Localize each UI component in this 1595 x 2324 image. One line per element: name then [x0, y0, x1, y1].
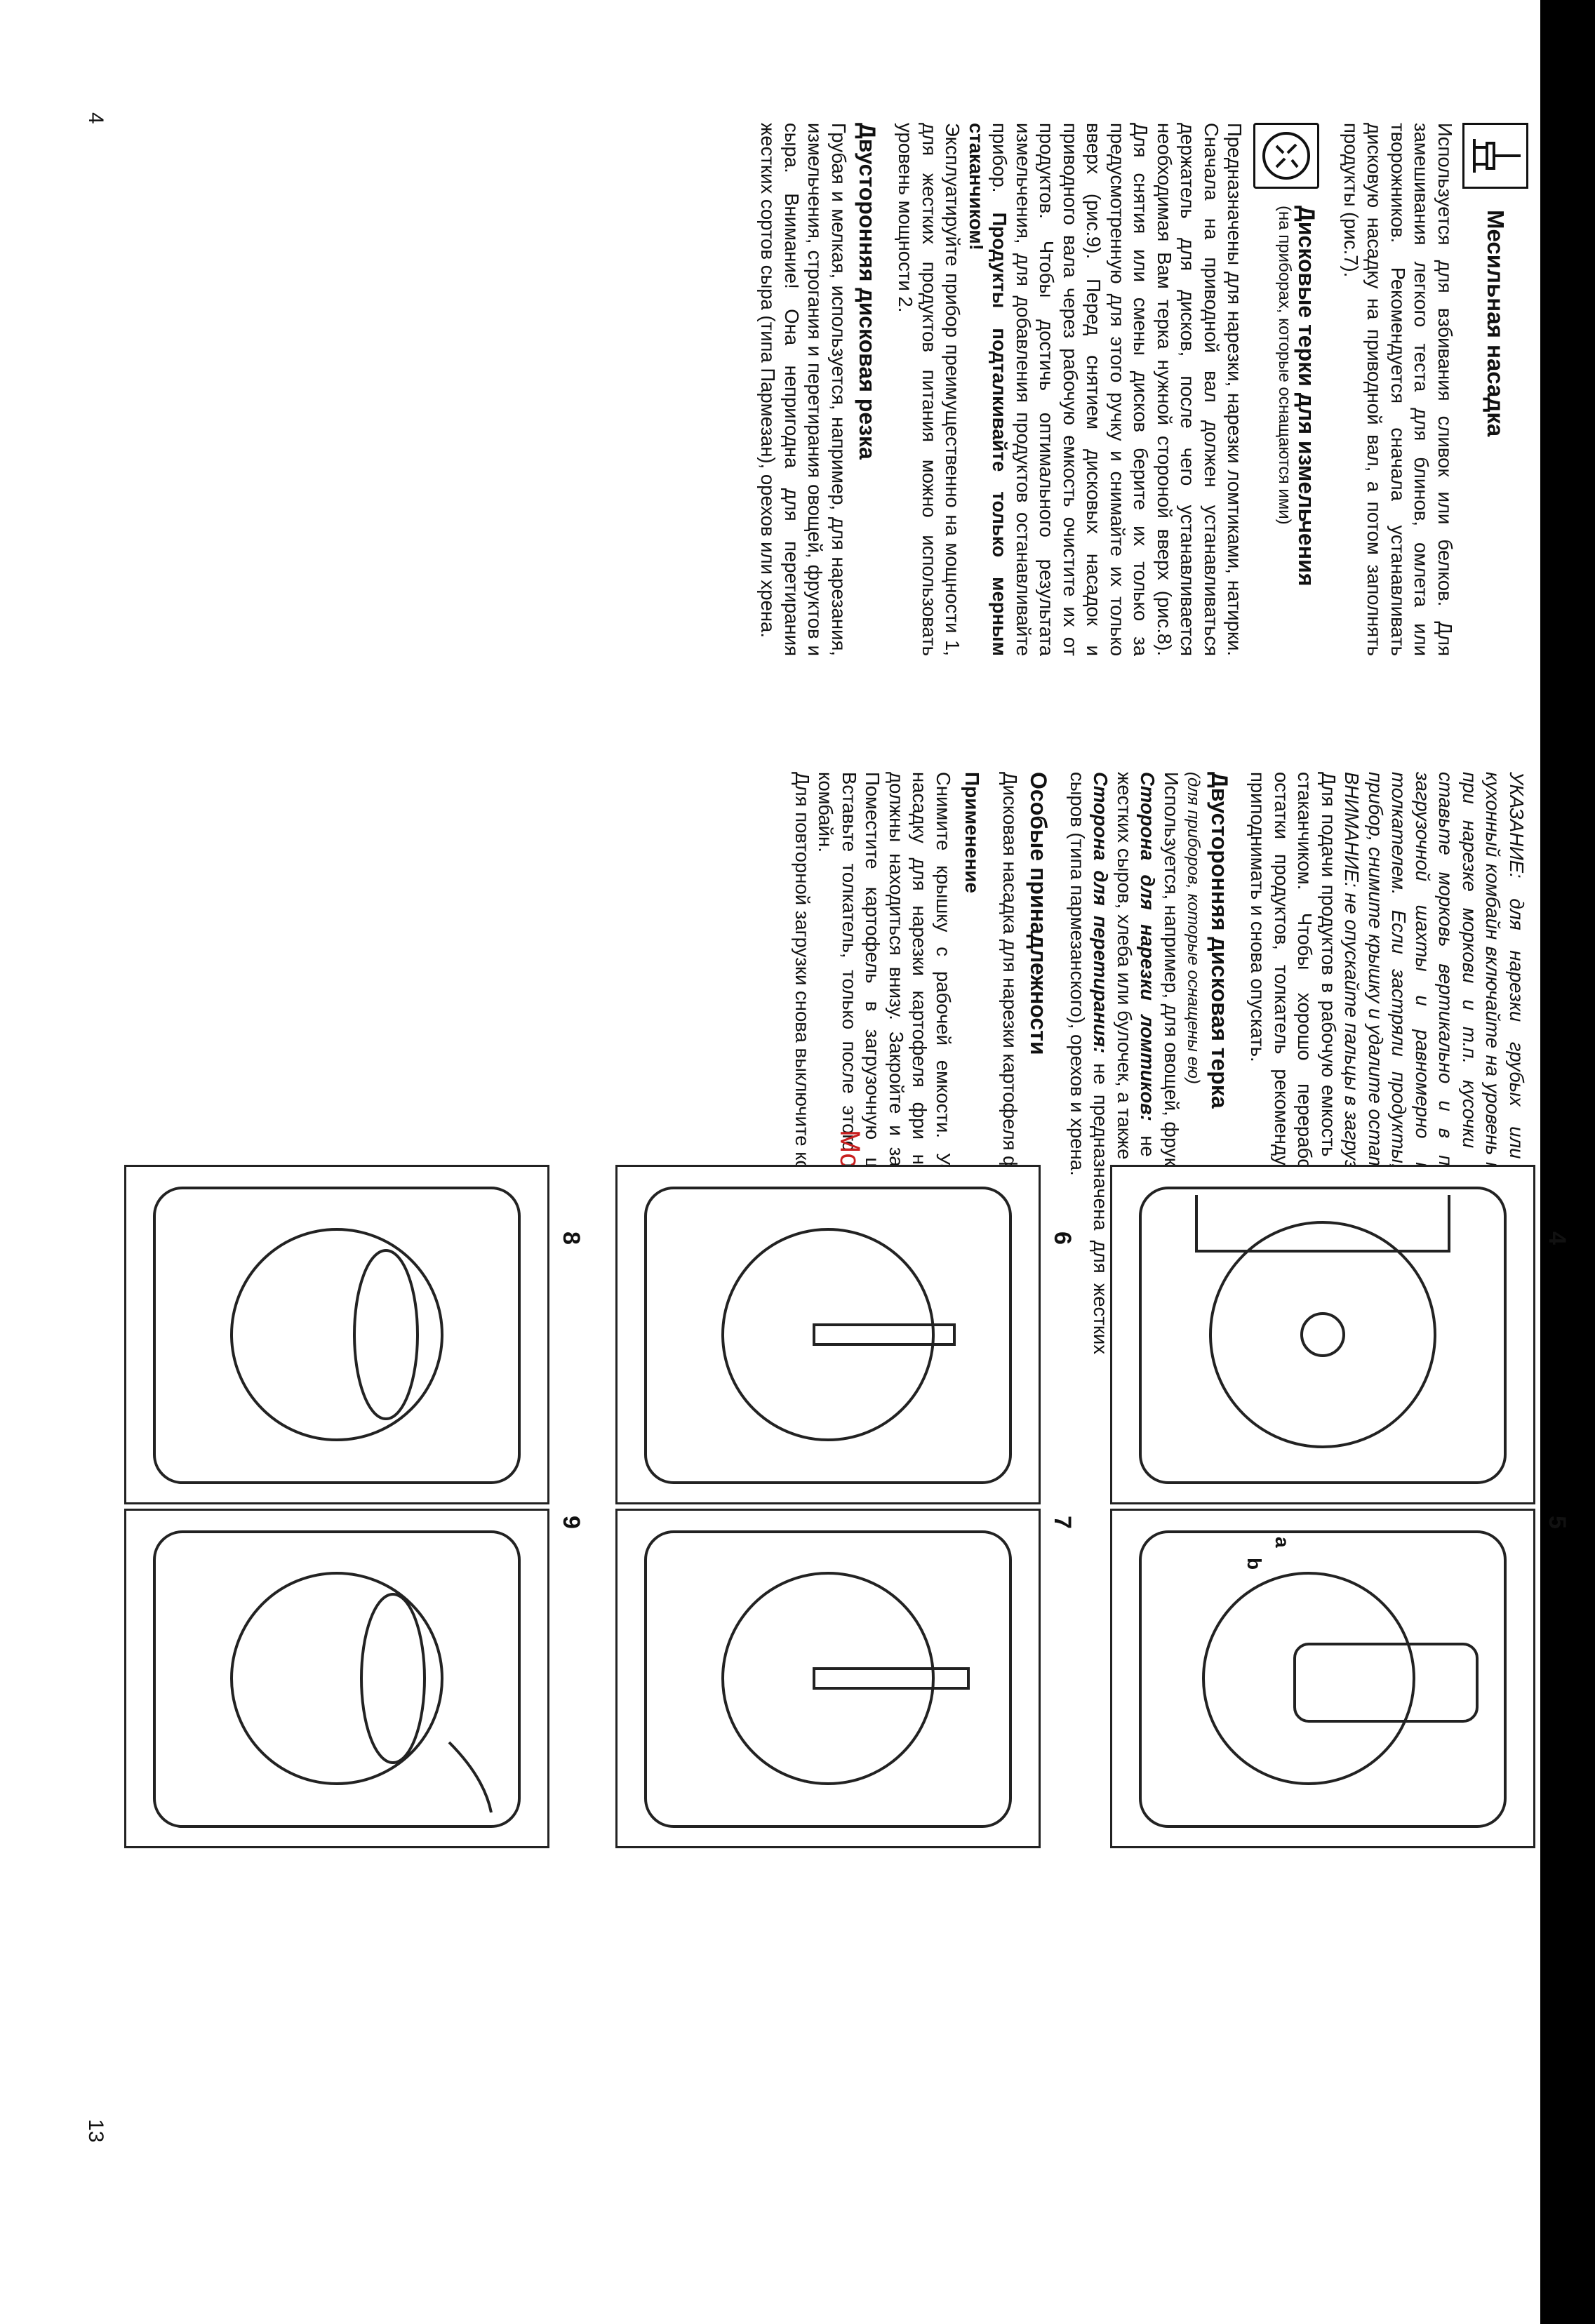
kneader-heading-row: Месильная насадка: [1462, 123, 1528, 656]
food-processor-lid-illustration: [1139, 1187, 1507, 1484]
pusher-insertion-illustration: [1139, 1530, 1507, 1828]
grater-disc-icon: [1253, 123, 1320, 189]
grater-warning: Продукты подталкивайте только мерным ста…: [966, 123, 1011, 657]
figure-5-number: 5: [1544, 1516, 1570, 1529]
text-column-1: Месильная насадка Используется для взбив…: [756, 123, 1528, 656]
figure-4: [1110, 1165, 1535, 1504]
figure-9-number: 9: [558, 1516, 585, 1529]
grater-paragraph: Предназначены для нарезки, нарезки ломти…: [989, 123, 1246, 656]
figure-6-number: 6: [1049, 1231, 1076, 1245]
slicing-side-label: Сторона для нарезки ломтиков:: [1137, 772, 1159, 1121]
kneader-title: Месильная насадка: [1482, 210, 1509, 437]
figure-4-number: 4: [1544, 1231, 1570, 1245]
grater-title-note: (на приборах, которые оснащаются ими): [1275, 206, 1295, 525]
figure-7: [615, 1509, 1041, 1848]
page-number-right: 13: [84, 2119, 107, 2143]
rotated-page-content: Месильная насадка Используется для взбив…: [84, 112, 1570, 2143]
grater-heading-row: Дисковые терки для измельчения (на прибо…: [1253, 123, 1320, 656]
scan-edge-bar: [1540, 0, 1595, 2324]
kneader-shaft-illustration: [644, 1530, 1012, 1828]
page-number-left: 4: [84, 112, 107, 124]
figure-9: [124, 1509, 549, 1848]
grating-side-label: Сторона для перетирания:: [1090, 772, 1112, 1054]
drive-shaft-illustration: [644, 1187, 1012, 1484]
double-slicer-paragraph: Грубая и мелкая, используется, например,…: [757, 123, 850, 656]
disc-removal-illustration: [153, 1530, 521, 1828]
kneading-hook-icon: [1462, 123, 1528, 189]
double-slicer-title: Двусторонняя дисковая резка: [855, 123, 880, 460]
figure-5: [1110, 1509, 1535, 1848]
figure-5-label-a: a: [1272, 1537, 1293, 1548]
figure-7-number: 7: [1049, 1516, 1076, 1529]
kneader-paragraph: Используется для взбивания сливок или бе…: [1340, 123, 1456, 656]
grater-title: Дисковые терки для измельчения: [1294, 206, 1320, 587]
disc-mounting-illustration: [153, 1187, 521, 1484]
power-level-paragraph: Эксплуатируйте прибор преимущественно на…: [895, 123, 964, 656]
figure-6: [615, 1165, 1041, 1504]
figure-8: [124, 1165, 549, 1504]
figure-8-number: 8: [558, 1231, 585, 1245]
figure-5-label-b: b: [1243, 1558, 1265, 1570]
